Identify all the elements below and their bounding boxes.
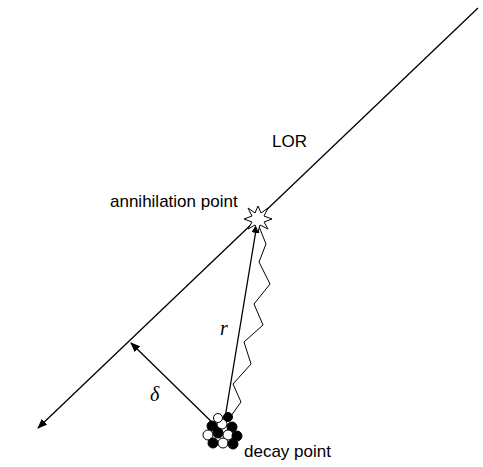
line-label: LOR xyxy=(272,132,307,152)
annihilation-star xyxy=(244,206,272,232)
point-label: decay point xyxy=(244,442,331,462)
positron-path xyxy=(228,224,270,420)
symbol-label: δ xyxy=(150,384,159,404)
delta-arrow xyxy=(131,343,222,432)
r-arrow xyxy=(224,224,257,424)
nucleus xyxy=(203,413,242,450)
point-label: annihilation point xyxy=(110,192,238,212)
lor-line xyxy=(38,8,478,428)
symbol-label: r xyxy=(220,318,228,338)
